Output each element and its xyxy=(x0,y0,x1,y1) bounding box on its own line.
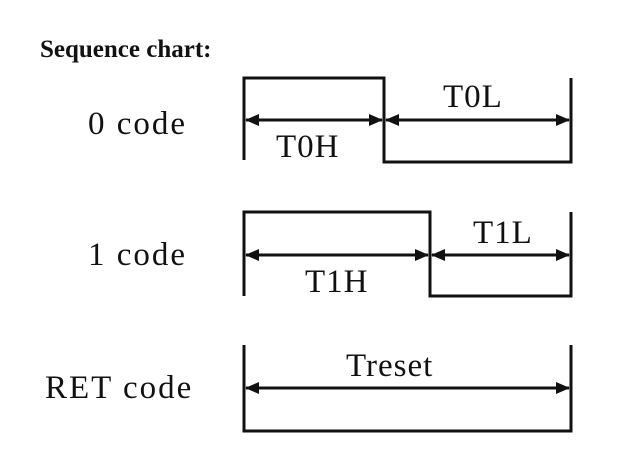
row-label-ret-code: RET code xyxy=(45,370,193,406)
row-ret-code: RET code Treset xyxy=(45,345,573,433)
row-1-code: 1 code T1H T1L xyxy=(88,210,573,300)
waveform-0-code xyxy=(242,76,573,164)
waveform-ret-code xyxy=(242,345,573,433)
row-0-code: 0 code T0H T0L xyxy=(88,76,573,165)
t1l-label: T1L xyxy=(473,215,533,251)
t1h-label: T1H xyxy=(305,264,369,300)
t0h-label: T0H xyxy=(276,129,340,165)
diagram-title: Sequence chart: xyxy=(40,36,212,63)
treset-label: Treset xyxy=(346,348,433,384)
row-label-1-code: 1 code xyxy=(88,237,187,273)
row-label-0-code: 0 code xyxy=(88,106,187,142)
t0l-label: T0L xyxy=(443,79,503,115)
waveform-1-code xyxy=(242,210,573,298)
